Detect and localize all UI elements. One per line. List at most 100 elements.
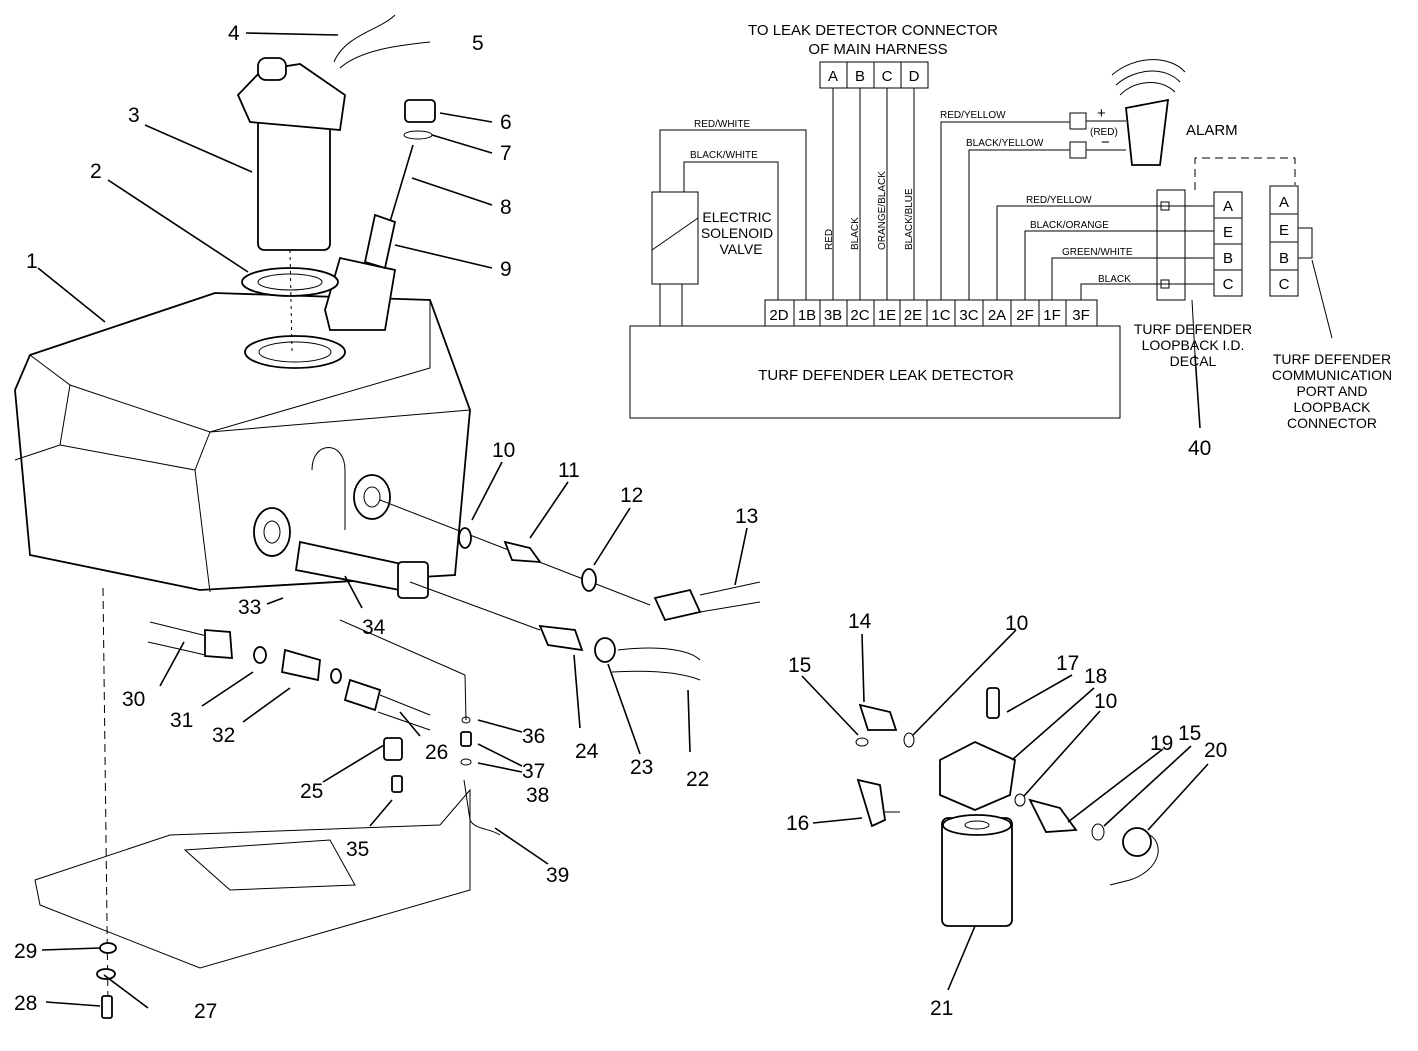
callout-26: 26 [425,741,448,764]
comm-port-line1: TURF DEFENDER [1273,351,1391,367]
wire-red-white: RED/WHITE [694,119,750,130]
wire-red-yellow-loop: RED/YELLOW [1026,195,1092,206]
loopback-connector: A E B C [1213,191,1243,297]
comm-port-label: TURF DEFENDER COMMUNICATION PORT AND LOO… [1272,351,1392,431]
comm-port-line2: COMMUNICATION [1272,367,1392,383]
wire-black-orange: BLACK/ORANGE [1030,220,1109,231]
alarm-plus: + [1097,105,1106,122]
harness-header-line2: OF MAIN HARNESS [808,41,947,58]
solenoid-valve: ELECTRIC SOLENOID VALVE [651,191,773,326]
callout-22: 22 [686,768,709,791]
callout-28: 28 [14,992,37,1015]
wire-black: BLACK [850,217,861,250]
callout-18: 18 [1084,665,1107,688]
callout-9: 9 [500,258,512,281]
callout-37: 37 [522,760,545,783]
callout-15-right: 15 [1178,722,1201,745]
wire-black-loop: BLACK [1098,274,1131,285]
detector-pin-1e: 1E [878,307,896,324]
callout-24: 24 [575,740,599,763]
filter-assembly [855,687,1159,927]
loopback-pin-b: B [1223,250,1233,267]
detector-pin-2e: 2E [904,307,922,324]
callout-10-filter: 10 [1005,612,1028,635]
callout-40: 40 [1188,437,1211,460]
callout-7: 7 [500,142,512,165]
comm-pin-a: A [1279,194,1289,211]
loopback-pin-a: A [1223,198,1233,215]
comm-pin-c: C [1279,276,1290,293]
callout-2: 2 [90,160,102,183]
callout-29: 29 [14,940,37,963]
detector-pin-2f: 2F [1016,307,1034,324]
callout-39: 39 [546,864,569,887]
callout-25: 25 [300,780,323,803]
wire-red-yellow-alarm: RED/YELLOW [940,110,1006,121]
detector-pin-1b: 1B [798,307,816,324]
harness-pin-c: C [882,68,893,85]
detector-pin-row: 2D 1B 3B 2C 1E 2E 1C 3C 2A 2F 1F 3F [764,299,1098,327]
fitting-row-upper [379,499,761,622]
comm-port-connector: A E B C [1269,185,1333,339]
detector-pin-3c: 3C [959,307,978,324]
wire-orange-black: ORANGE/BLACK [877,171,888,250]
mounting-plate [34,587,471,1019]
solenoid-label-3: VALVE [719,241,762,257]
loopback-decal-label: TURF DEFENDER LOOPBACK I.D. DECAL [1134,321,1252,369]
callout-numbers: 1 2 3 4 5 6 7 8 9 10 11 12 13 14 15 16 1… [14,22,1227,1023]
alarm-red: (RED) [1090,127,1118,138]
callout-31: 31 [170,709,193,732]
callout-6: 6 [500,111,512,134]
loopback-decal-line2: LOOPBACK I.D. [1142,337,1245,353]
lower-tee-fittings [147,619,501,836]
callout-14: 14 [848,610,872,633]
callout-33: 33 [238,596,261,619]
wire-black-blue: BLACK/BLUE [904,188,915,250]
loopback-pin-e: E [1223,224,1233,241]
wiring-schematic: TO LEAK DETECTOR CONNECTOR OF MAIN HARNE… [629,22,1392,431]
detector-pin-2c: 2C [850,307,869,324]
comm-port-line4: LOOPBACK [1293,399,1371,415]
loopback-decal-line3: DECAL [1170,353,1217,369]
detector-pin-1c: 1C [931,307,950,324]
loopback-pin-c: C [1223,276,1234,293]
callout-23: 23 [630,756,653,779]
callout-10-right: 10 [1094,690,1117,713]
callout-1: 1 [26,250,38,273]
wire-green-white: GREEN/WHITE [1062,247,1133,258]
detector-pin-2d: 2D [769,307,788,324]
leak-detector-box: TURF DEFENDER LEAK DETECTOR [629,325,1121,419]
loopback-decal-line1: TURF DEFENDER [1134,321,1252,337]
callout-36: 36 [522,725,545,748]
harness-pin-d: D [909,68,920,85]
callout-8: 8 [500,196,512,219]
solenoid-wires: RED/WHITE BLACK/WHITE [659,119,807,300]
wire-black-white: BLACK/WHITE [690,150,758,161]
callout-15-left: 15 [788,654,811,677]
solenoid-label-1: ELECTRIC [702,209,771,225]
callout-13: 13 [735,505,758,528]
callout-16: 16 [786,812,809,835]
fuel-sender [236,14,431,251]
callout-27: 27 [194,1000,217,1023]
callout-21: 21 [930,997,953,1020]
loopback-wires: RED/YELLOW BLACK/ORANGE GREEN/WHITE BLAC… [996,157,1296,356]
fuel-tank [14,292,471,593]
callout-12: 12 [620,484,643,507]
detector-pin-1f: 1F [1043,307,1061,324]
callout-19: 19 [1150,732,1173,755]
callout-38: 38 [526,784,549,807]
callout-30: 30 [122,688,145,711]
comm-port-line3: PORT AND [1296,383,1367,399]
callout-5: 5 [472,32,484,55]
harness-header-line1: TO LEAK DETECTOR CONNECTOR [748,22,998,39]
alarm: RED/YELLOW BLACK/YELLOW + − (RED) ALARM [940,59,1238,300]
wire-red: RED [824,229,835,250]
leak-detector-label: TURF DEFENDER LEAK DETECTOR [758,367,1014,384]
callout-leaders [37,32,1209,1009]
callout-32: 32 [212,724,235,747]
hose-fittings-22-24 [538,624,701,681]
harness-wires: RED BLACK ORANGE/BLACK BLACK/BLUE [824,88,915,300]
callout-10-tank: 10 [492,439,515,462]
